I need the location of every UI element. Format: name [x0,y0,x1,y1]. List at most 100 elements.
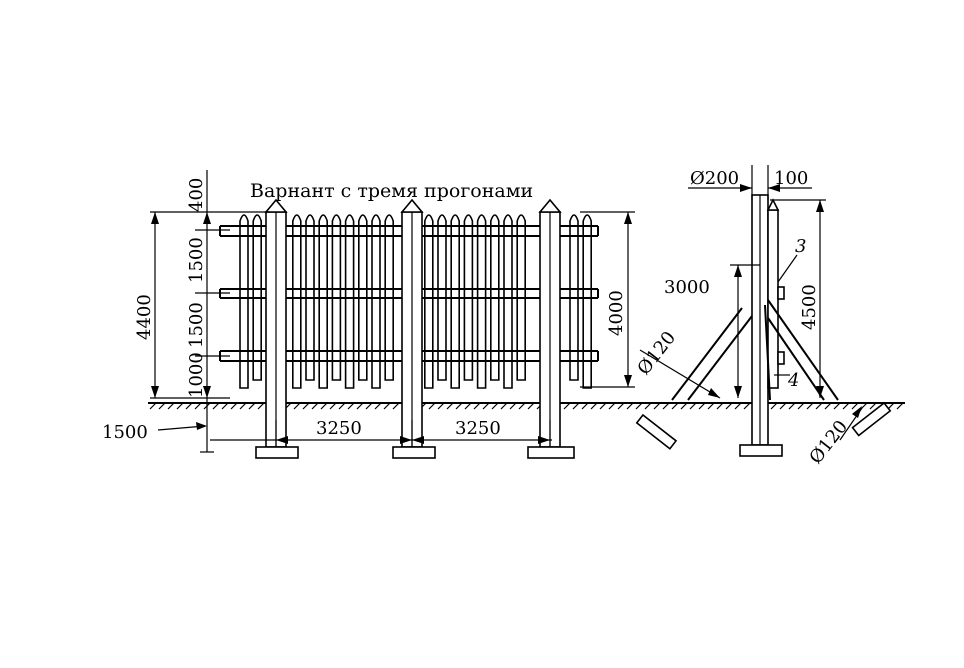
hatch-mark [788,402,796,410]
dim-span-upper: 1500 [186,237,207,283]
hatch-mark [320,402,328,410]
hatch-mark [851,402,859,410]
dim-top-gap: 400 [186,178,207,212]
hatch-mark [167,402,175,410]
hatch-mark [896,402,904,410]
hatch-mark [473,402,481,410]
hatch-mark [797,402,805,410]
drawing-title: Варнант с тремя прогонами [250,180,533,202]
hatch-mark [347,402,355,410]
picket [239,214,249,389]
dim-total-height: 4400 [134,294,155,340]
hatch-mark [626,402,634,410]
hatch-mark [257,402,265,410]
hatch-mark [572,402,580,410]
picket [503,214,513,389]
hatch-mark [617,402,625,410]
hatch-mark [680,402,688,410]
callout-3: 3 [795,236,806,257]
hatch-mark [770,402,778,410]
picket [450,214,460,389]
hatch-mark [581,402,589,410]
picket [371,214,381,389]
hatch-mark [392,402,400,410]
dim-span-middle: 1500 [186,302,207,348]
picket [582,214,592,389]
post-middle [392,198,436,459]
picket-group [239,214,592,389]
hatch-mark [383,402,391,410]
dim-bottom-gap: 1000 [186,352,207,398]
hatch-mark [608,402,616,410]
picket [424,214,434,389]
dim-embed-depth: 1500 [102,422,148,443]
right-dimension [580,211,635,388]
hatch-mark [374,402,382,410]
dim-strut-height: 3000 [664,277,710,298]
picket [476,214,487,389]
hatch-mark [248,402,256,410]
hatch-mark [446,402,454,410]
hatch-mark [500,402,508,410]
hatch-mark [734,402,742,410]
hatch-mark [149,402,157,410]
hatch-mark [662,402,670,410]
hatch-mark [833,402,841,410]
hatch-mark [599,402,607,410]
hatch-mark [527,402,535,410]
side-view [635,194,892,457]
dim-strut-diameter-1: Ø120 [633,327,680,379]
hatch-mark [707,402,715,410]
hatch-mark [293,402,301,410]
hatch-mark [806,402,814,410]
hatch-mark [698,402,706,410]
hatch-mark [356,402,364,410]
side-rail-upper [777,286,785,300]
dim-side-height: 4500 [799,284,820,330]
bottom-dimensions [210,420,552,446]
hatch-mark [842,402,850,410]
dim-strut-diameter-2: Ø120 [805,416,852,468]
hatch-mark [869,402,877,410]
hatch-mark [689,402,697,410]
hatch-mark [824,402,832,410]
hatch-mark [779,402,787,410]
hatch-mark [491,402,499,410]
hatch-mark [653,402,661,410]
hatch-mark [365,402,373,410]
hatch-mark [815,402,823,410]
hatch-mark [338,402,346,410]
hatch-mark [464,402,472,410]
side-dimensions [639,165,863,441]
hatch-mark [725,402,733,410]
hatch-mark [311,402,319,410]
dim-post-diameter: Ø200 [690,168,739,189]
picket [292,214,302,389]
hatch-mark [239,402,247,410]
dim-offset: 100 [774,168,808,189]
hatch-mark [185,402,193,410]
hatch-mark [716,402,724,410]
hatch-mark [743,402,751,410]
hatch-mark [230,402,238,410]
hatch-mark [482,402,490,410]
hatch-mark [329,402,337,410]
post-left [255,198,299,459]
picket [318,214,328,389]
hatch-mark [158,402,166,410]
embed-leader [157,422,207,431]
hatch-mark [518,402,526,410]
hatch-mark [437,402,445,410]
hatch-mark [635,402,643,410]
hatch-mark [176,402,184,410]
post-right [527,198,575,459]
ground-line [148,402,905,410]
hatch-mark [428,402,436,410]
callout-4: 4 [787,370,799,391]
dim-post-spacing-2: 3250 [455,418,501,439]
hatch-mark [194,402,202,410]
hatch-mark [302,402,310,410]
left-dimension-chain [150,170,270,453]
hatch-mark [455,402,463,410]
